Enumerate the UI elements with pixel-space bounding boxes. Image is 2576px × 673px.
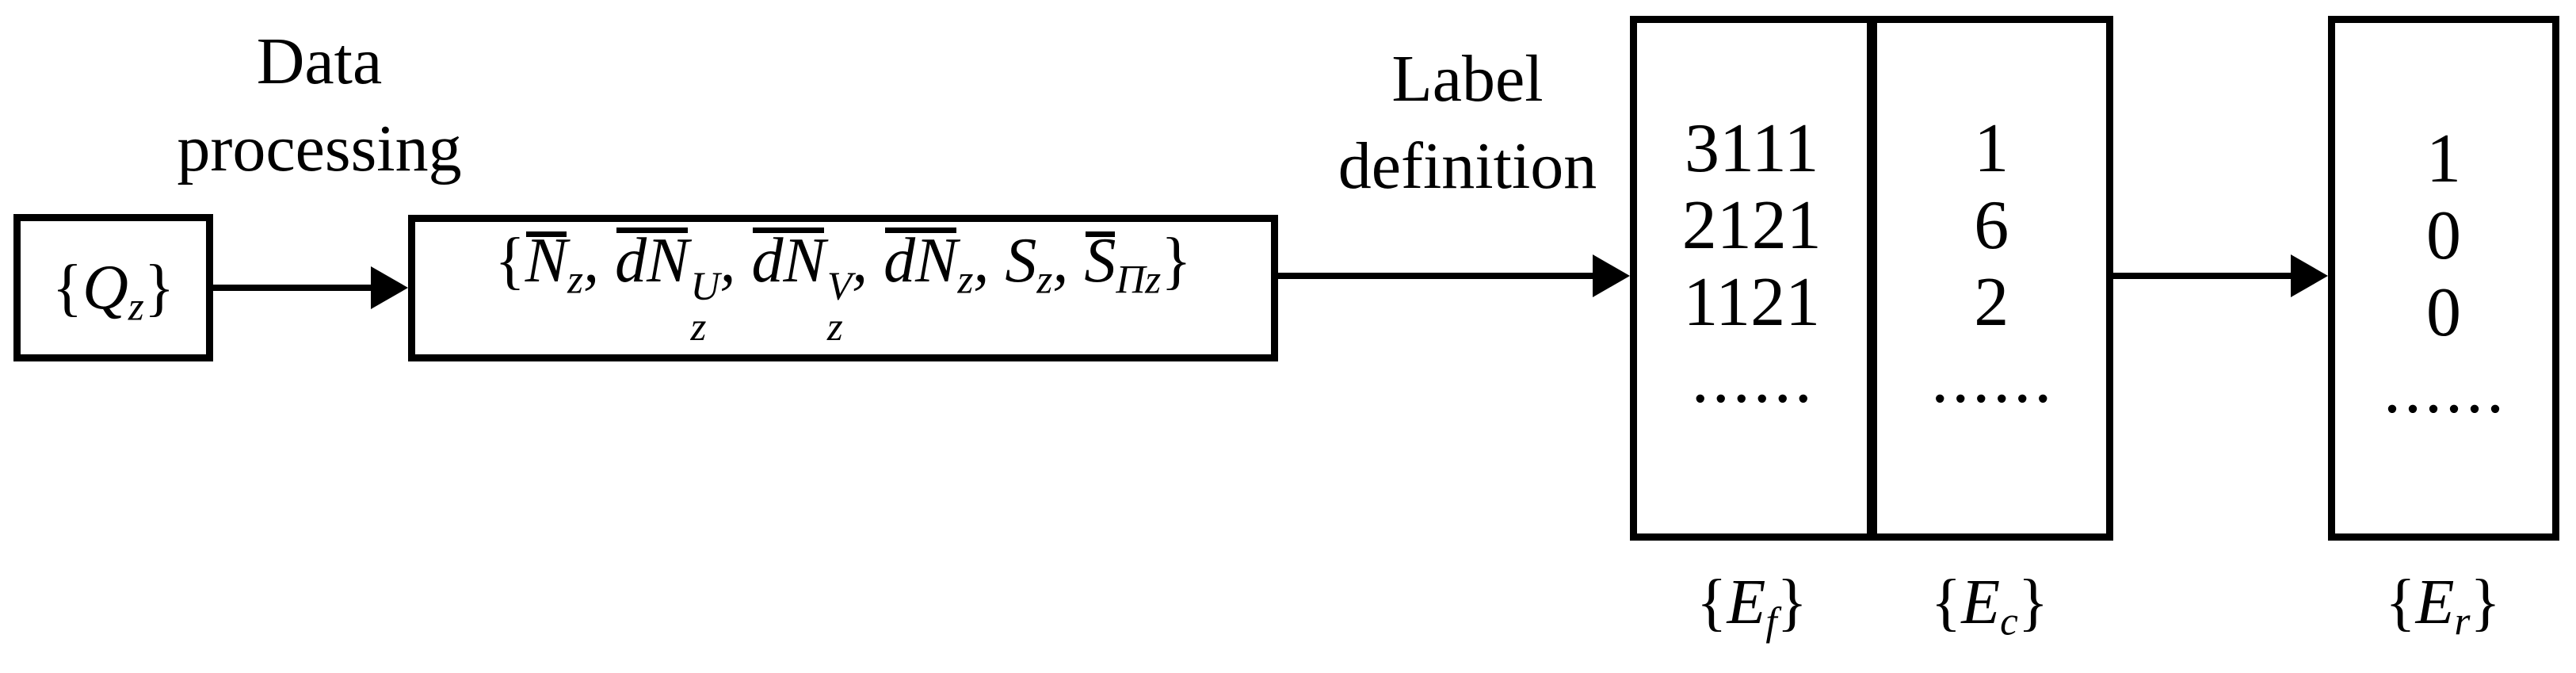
feature-code-rows: 3111 2121 1121 ......	[1637, 23, 1867, 418]
er-set-label: {Er}	[2385, 568, 2501, 644]
label-definition-line2: definition	[1338, 129, 1597, 203]
arrow-line	[1278, 273, 1603, 279]
ef-set-label: {Ef}	[1696, 568, 1807, 644]
label-definition-label: Label definition	[1338, 36, 1597, 210]
arrow-head-icon	[371, 266, 408, 309]
result-box: 1 0 0 ......	[2328, 16, 2559, 541]
ellipsis: ......	[1931, 341, 2055, 418]
ellipsis: ......	[1691, 341, 1815, 418]
table-cell: 1	[1974, 110, 2009, 187]
arrow-head-icon	[1593, 254, 1630, 297]
label-table: 3111 2121 1121 ...... 1 6 2 ......	[1630, 16, 2113, 541]
feature-code-column: 3111 2121 1121 ......	[1637, 23, 1877, 533]
table-cell: 0	[2426, 197, 2461, 274]
table-cell: 2	[1974, 264, 2009, 341]
label-definition-line1: Label	[1391, 42, 1544, 116]
table-cell: 0	[2426, 274, 2461, 351]
ellipsis: ......	[2383, 351, 2507, 428]
class-label-rows: 1 6 2 ......	[1877, 23, 2107, 418]
class-label-column: 1 6 2 ......	[1877, 23, 2107, 533]
arrow-line	[2113, 273, 2299, 279]
data-processing-label: Data processing	[177, 18, 461, 193]
table-cell: 3111	[1685, 110, 1819, 187]
input-set-formula: {Qz}	[52, 253, 175, 330]
ec-set-label: {Ec}	[1930, 568, 2049, 644]
data-processing-line2: processing	[177, 112, 462, 185]
table-cell: 6	[1974, 187, 2009, 264]
data-processing-line1: Data	[256, 25, 383, 98]
table-cell: 2121	[1681, 187, 1822, 264]
arrow-line	[213, 285, 380, 291]
table-cell: 1	[2426, 120, 2461, 197]
arrow-head-icon	[2291, 254, 2328, 297]
table-cell: 1121	[1683, 264, 1821, 341]
input-set-box: {Qz}	[13, 214, 213, 361]
result-rows: 1 0 0 ......	[2335, 23, 2552, 428]
